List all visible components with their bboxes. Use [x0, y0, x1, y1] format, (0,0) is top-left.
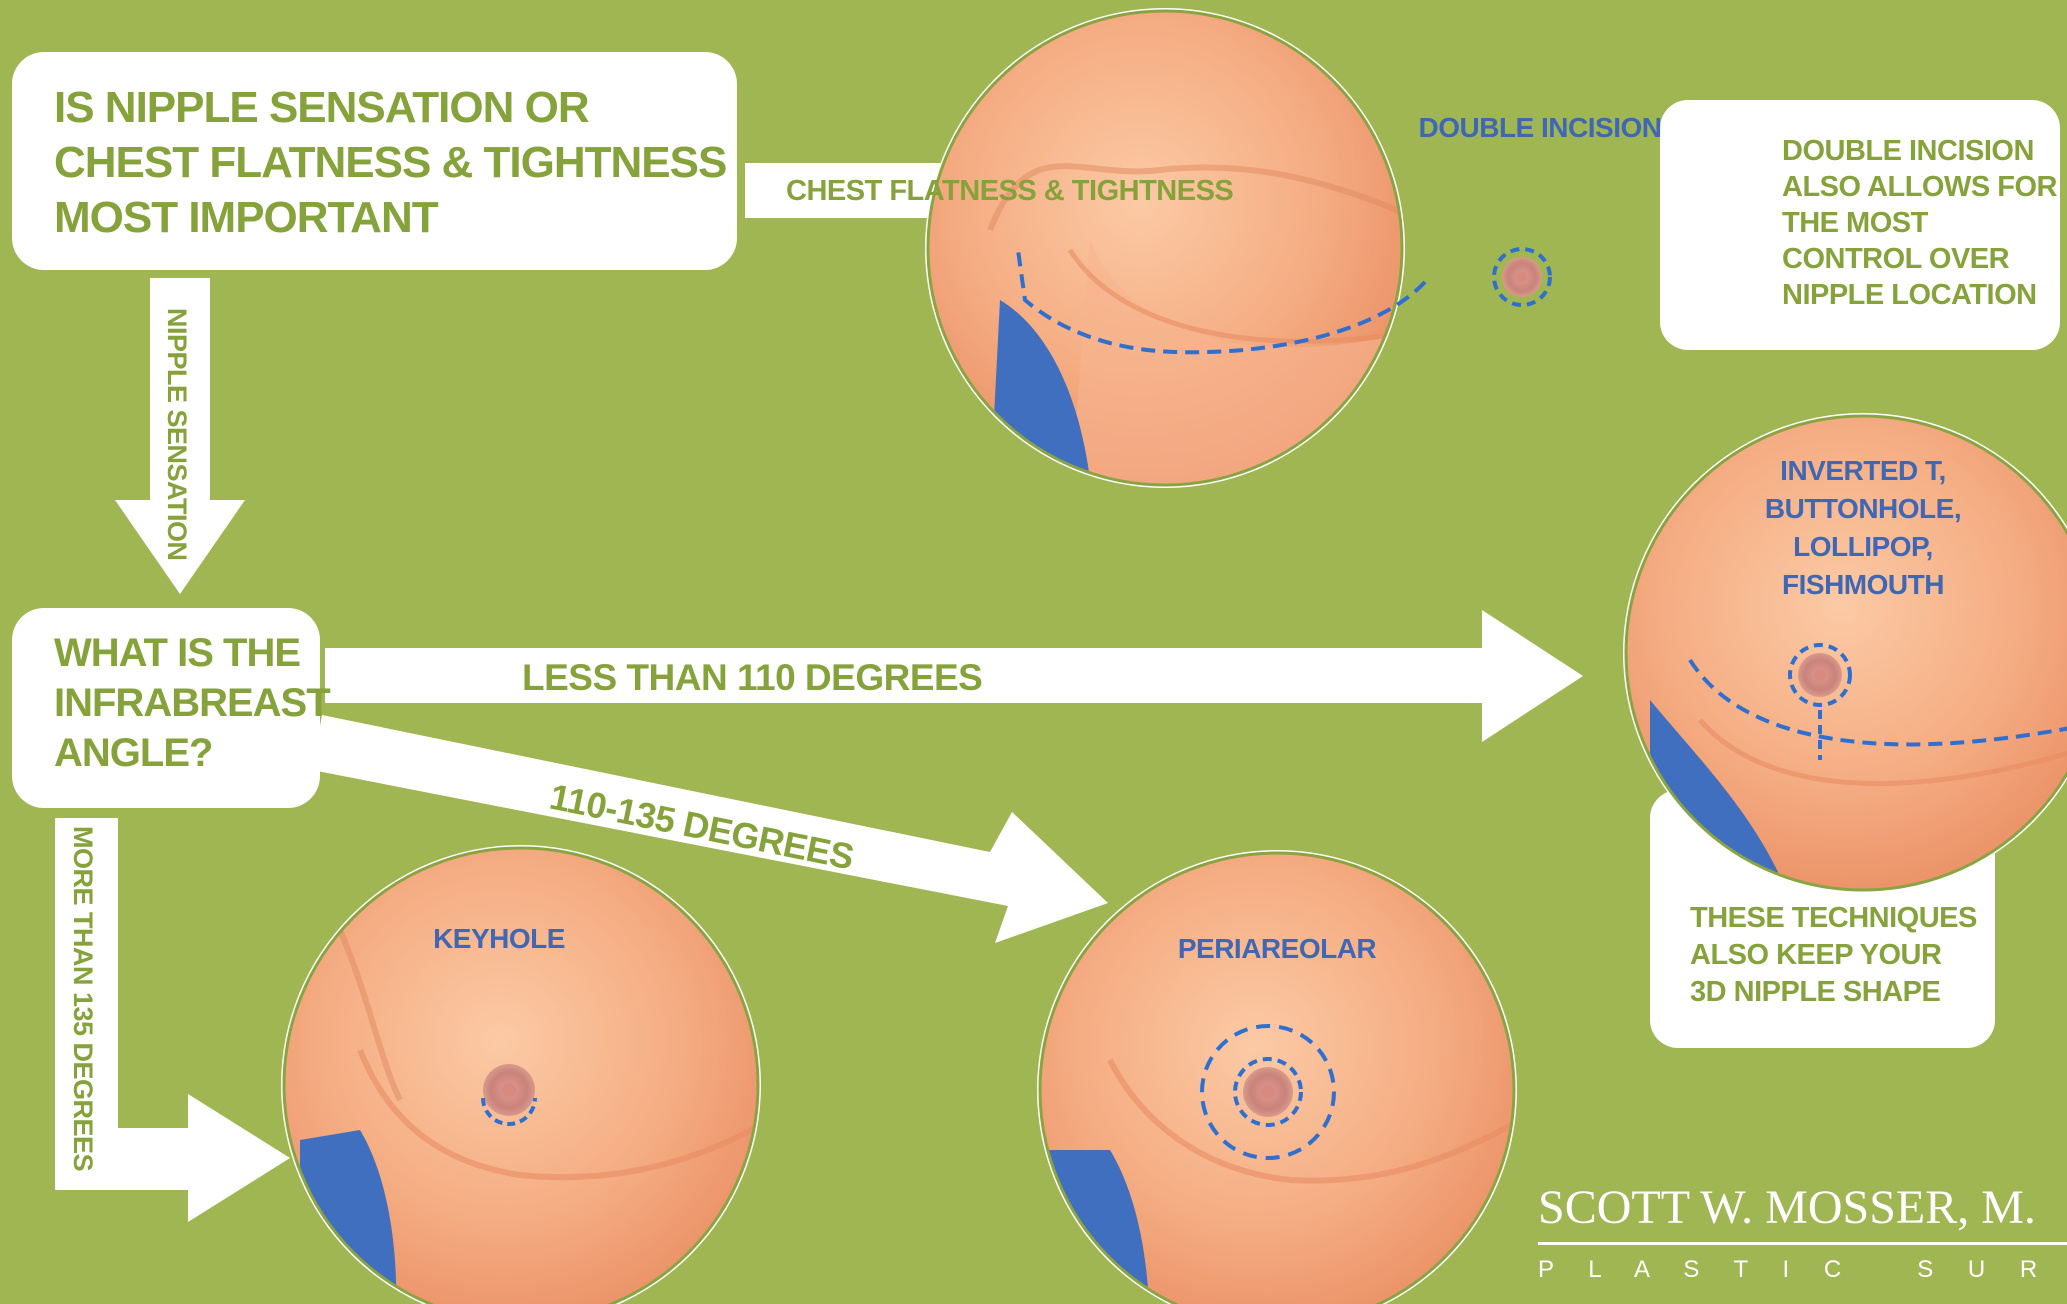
periareolar-illustration: [1035, 850, 1525, 1304]
less-than-110-label: LESS THAN 110 DEGREES: [522, 657, 982, 699]
keyhole-label: KEYHOLE: [399, 923, 599, 955]
inverted-t-line-1: INVERTED T,: [1713, 452, 2013, 490]
question1-box: IS NIPPLE SENSATION OR CHEST FLATNESS & …: [12, 52, 737, 270]
more-than-135-label: MORE THAN 135 DEGREES: [68, 826, 98, 1171]
periareolar-label: PERIAREOLAR: [1127, 933, 1427, 965]
double-incision-note-line-1: DOUBLE INCISION: [1782, 133, 2057, 169]
question1-text: IS NIPPLE SENSATION OR CHEST FLATNESS & …: [54, 80, 734, 245]
double-incision-note-line-4: CONTROL OVER: [1782, 241, 2057, 277]
double-incision-illustration: [920, 5, 1550, 500]
inverted-t-line-3: LOLLIPOP,: [1713, 528, 2013, 566]
techniques-note-line-3: 3D NIPPLE SHAPE: [1690, 974, 1977, 1011]
techniques-note-line-1: THESE TECHNIQUES: [1690, 900, 1977, 937]
question2-box: WHAT IS THE INFRABREAST ANGLE?: [12, 608, 320, 808]
double-incision-label: DOUBLE INCISION: [1390, 112, 1690, 144]
nipple-sensation-label: NIPPLE SENSATION: [162, 308, 192, 561]
double-incision-note-line-2: ALSO ALLOWS FOR: [1782, 169, 2057, 205]
techniques-note-line-2: ALSO KEEP YOUR: [1690, 937, 1977, 974]
inverted-t-line-4: FISHMOUTH: [1713, 566, 2013, 604]
brand-underline: [1538, 1242, 2067, 1245]
double-incision-note-line-3: THE MOST: [1782, 205, 2057, 241]
brand-name: SCOTT W. MOSSER, M.: [1538, 1180, 2036, 1235]
double-incision-note: DOUBLE INCISION ALSO ALLOWS FOR THE MOST…: [1782, 133, 2057, 313]
inverted-t-label: INVERTED T, BUTTONHOLE, LOLLIPOP, FISHMO…: [1713, 452, 2013, 604]
question2-text: WHAT IS THE INFRABREAST ANGLE?: [54, 628, 304, 778]
double-incision-note-line-5: NIPPLE LOCATION: [1782, 277, 2057, 313]
chest-flatness-label: CHEST FLATNESS & TIGHTNESS: [786, 175, 1233, 208]
keyhole-illustration: [280, 845, 770, 1304]
techniques-note: THESE TECHNIQUES ALSO KEEP YOUR 3D NIPPL…: [1690, 900, 1977, 1011]
inverted-t-line-2: BUTTONHOLE,: [1713, 490, 2013, 528]
brand-subtitle: P L A S T I C S U R G E: [1538, 1256, 2067, 1284]
